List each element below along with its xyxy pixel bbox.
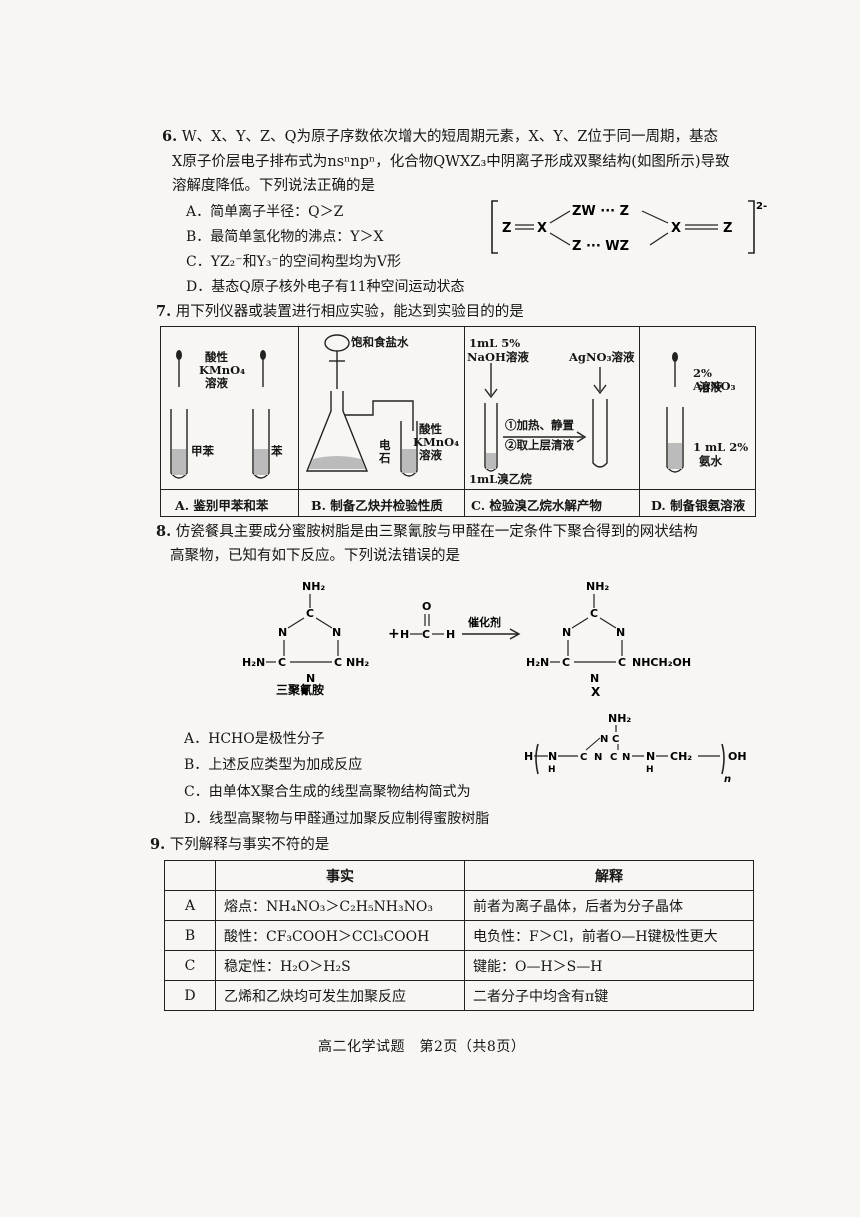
- svg-text:H: H: [524, 750, 533, 763]
- q8-polymer-structure: NH₂ N C C N N C H N H N H CH₂ OH n: [524, 712, 747, 785]
- q9-stem: 9. 下列解释与事实不符的是: [150, 836, 330, 853]
- q7-panel-d-drawing: [666, 352, 684, 473]
- melamine-label: 三聚氰胺: [276, 682, 324, 697]
- svg-text:C: C: [590, 607, 598, 620]
- svg-text:O: O: [422, 600, 431, 613]
- svg-text:N: N: [332, 626, 341, 639]
- q6-top-bridge: ZW ··· Z: [572, 204, 629, 219]
- q7-caption-d: D. 制备银氨溶液: [651, 498, 746, 513]
- svg-text:N: N: [622, 752, 630, 763]
- q6-right-z: Z: [723, 221, 732, 236]
- q6-stem-line2: X原子价层电子排布式为nsⁿnpⁿ，化合物QWXZ₃中阴离子形成双聚结构(如图所…: [172, 154, 730, 170]
- svg-text:n: n: [724, 774, 731, 785]
- svg-text:H: H: [646, 765, 654, 775]
- q6-right-x: X: [671, 221, 681, 236]
- table-row: C 稳定性：H₂O＞H₂S 键能：O—H＞S—H: [164, 950, 754, 981]
- q8-option-a: A．HCHO是极性分子: [184, 731, 325, 747]
- svg-text:NH₂: NH₂: [302, 580, 325, 593]
- q6-charge: 2-: [756, 201, 767, 212]
- q9-table: 事实 解释 A 熔点：NH₄NO₃＞C₂H₅NH₃NO₃ 前者为离子晶体，后者为…: [164, 860, 754, 1011]
- svg-text:CH₂: CH₂: [670, 750, 692, 763]
- q7-apparatus-figure: 酸性 KMnO₄ 溶液 甲苯 苯 A. 鉴别甲苯和苯 饱和食盐水 电 石 酸性 …: [160, 326, 756, 517]
- q6-option-d: D．基态Q原子核外电子有11种空间运动状态: [186, 279, 465, 295]
- svg-text:NH₂: NH₂: [586, 580, 609, 593]
- q8-stem-line1: 8. 仿瓷餐具主要成分蜜胺树脂是由三聚氰胺与甲醛在一定条件下聚合得到的网状结构: [156, 523, 698, 540]
- svg-text:N: N: [600, 734, 608, 745]
- q8-option-b: B．上述反应类型为加成反应: [184, 757, 363, 773]
- svg-text:C: C: [580, 752, 587, 763]
- svg-text:C: C: [278, 656, 286, 669]
- svg-text:C: C: [422, 628, 430, 641]
- table-row: A 熔点：NH₄NO₃＞C₂H₅NH₃NO₃ 前者为离子晶体，后者为分子晶体: [164, 890, 754, 921]
- svg-text:C: C: [306, 607, 314, 620]
- q6-left-x: X: [537, 221, 547, 236]
- q7-caption-c: C. 检验溴乙烷水解产物: [471, 498, 602, 513]
- svg-text:N: N: [278, 626, 287, 639]
- q7-panel-b-drawing: [305, 334, 418, 477]
- q6-bottom-bridge: Z ··· WZ: [572, 239, 629, 254]
- q6-dimer-structure: Z X ZW ··· Z Z ··· WZ X Z 2-: [491, 200, 767, 254]
- svg-text:C: C: [610, 752, 617, 763]
- svg-text:C: C: [334, 656, 342, 669]
- svg-text:NHCH₂OH: NHCH₂OH: [632, 656, 691, 669]
- catalyst-label: 催化剂: [468, 615, 501, 629]
- q7-panel-c-drawing: [484, 363, 608, 472]
- svg-text:OH: OH: [728, 750, 747, 763]
- svg-text:H₂N: H₂N: [526, 656, 549, 669]
- svg-text:H: H: [446, 628, 455, 641]
- q8-option-d: D．线型高聚物与甲醛通过加聚反应制得蜜胺树脂: [184, 811, 490, 827]
- q7-panel-a-drawing: [170, 350, 270, 479]
- svg-text:N: N: [594, 752, 602, 763]
- svg-text:NH₂: NH₂: [346, 656, 369, 669]
- svg-text:N: N: [306, 672, 315, 685]
- table-row: B 酸性：CF₃COOH＞CCl₃COOH 电负性：F＞Cl，前者O—H键极性更…: [164, 920, 754, 951]
- q6-option-c: C．YZ₂⁻和Y₃⁻的空间构型均为V形: [186, 254, 402, 270]
- q6-option-a: A．简单离子半径：Q＞Z: [186, 204, 344, 220]
- svg-text:+: +: [388, 626, 400, 642]
- q6-stem-line1: 6. W、X、Y、Z、Q为原子序数依次增大的短周期元素，X、Y、Z位于同一周期，…: [162, 128, 718, 145]
- svg-text:NH₂: NH₂: [608, 712, 631, 725]
- svg-text:N: N: [548, 750, 557, 763]
- svg-text:C: C: [612, 734, 619, 745]
- page-footer: 高二化学试题 第2页（共8页）: [318, 1039, 526, 1055]
- q6-option-b: B．最简单氢化物的沸点：Y＞X: [186, 229, 384, 245]
- q8-stem-line2: 高聚物，已知有如下反应。下列说法错误的是: [170, 548, 460, 564]
- q7-caption-b: B. 制备乙炔并检验性质: [311, 498, 443, 513]
- q6-stem-line3: 溶解度降低。下列说法正确的是: [172, 178, 375, 194]
- svg-text:H: H: [548, 765, 556, 775]
- svg-text:N: N: [590, 672, 599, 685]
- svg-text:N: N: [616, 626, 625, 639]
- q6-left-z: Z: [502, 221, 511, 236]
- svg-text:C: C: [618, 656, 626, 669]
- product-x-label: X: [591, 685, 601, 699]
- q7-caption-a: A. 鉴别甲苯和苯: [175, 498, 269, 513]
- q8-reaction-scheme: NH₂ C N N C C N H₂N NH₂ 三聚氰胺 + O H C H 催…: [242, 580, 691, 699]
- q6-number: 6.: [162, 128, 178, 145]
- svg-text:N: N: [562, 626, 571, 639]
- table-row: D 乙烯和乙炔均可发生加聚反应 二者分子中均含有π键: [164, 980, 754, 1011]
- q7-stem: 7. 用下列仪器或装置进行相应实验，能达到实验目的的是: [156, 303, 524, 320]
- svg-text:N: N: [646, 750, 655, 763]
- table-header-row: 事实 解释: [164, 860, 754, 891]
- svg-text:H₂N: H₂N: [242, 656, 265, 669]
- q8-option-c: C．由单体X聚合生成的线型高聚物结构简式为: [184, 784, 471, 800]
- svg-text:H: H: [400, 628, 409, 641]
- svg-text:C: C: [562, 656, 570, 669]
